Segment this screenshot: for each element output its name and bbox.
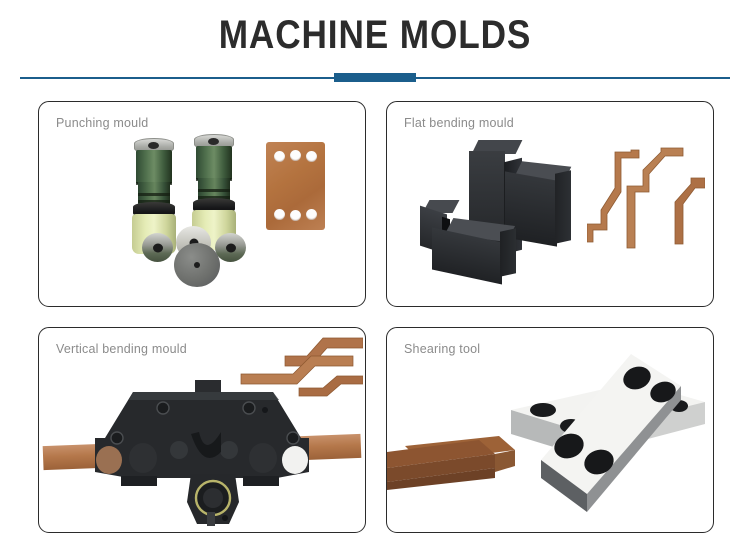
copper-stack-side bbox=[495, 450, 515, 472]
card-flat-bending-mould[interactable]: Flat bending mould bbox=[386, 101, 714, 307]
fixture-through-hole-icon bbox=[96, 446, 122, 474]
product-image-shearing-tool bbox=[387, 328, 713, 532]
product-image-punching-mould bbox=[39, 102, 365, 306]
copper-plate-hole-icon bbox=[306, 209, 317, 220]
punch-disc-center-hole-icon bbox=[194, 262, 200, 268]
fixture-foot-right bbox=[243, 476, 279, 486]
die-ring-hole-icon bbox=[152, 243, 163, 252]
bending-head-notch bbox=[207, 512, 215, 526]
punch-shaft bbox=[136, 150, 172, 184]
title-divider bbox=[20, 72, 730, 84]
copper-plate-hole-icon bbox=[274, 151, 285, 162]
punch-tool-right bbox=[191, 134, 237, 252]
fixture-center-arch bbox=[191, 432, 221, 458]
upper-blade-hole-icon bbox=[584, 449, 614, 475]
copper-offset-bar-3 bbox=[298, 375, 363, 397]
punch-rib bbox=[198, 196, 230, 199]
page-title: MACHINE MOLDS bbox=[218, 13, 532, 57]
rotary-bending-head bbox=[187, 474, 239, 526]
card-label-vertical-bending-mould: Vertical bending mould bbox=[56, 342, 187, 356]
vertical-bending-fixture-plate bbox=[95, 380, 309, 486]
product-image-flat-bending-mould bbox=[387, 102, 713, 306]
card-punching-mould[interactable]: Punching mould bbox=[38, 101, 366, 307]
product-card-grid: Punching mould bbox=[38, 101, 714, 533]
gray-punch-disc bbox=[174, 243, 220, 287]
fixture-highlight bbox=[129, 392, 279, 400]
fixture-through-hole-icon bbox=[282, 446, 308, 474]
bent-copper-busbars bbox=[587, 147, 705, 249]
punch-rib bbox=[198, 189, 230, 192]
copper-offset-bar-2 bbox=[240, 355, 354, 385]
fixture-bolt-icon bbox=[242, 401, 256, 415]
bending-head-bolt-icon bbox=[222, 515, 228, 521]
die-ring-right bbox=[215, 233, 246, 262]
punch-cap-hole-icon bbox=[208, 138, 219, 145]
copper-busbar-3 bbox=[674, 177, 705, 245]
page-header: MACHINE MOLDS bbox=[0, 0, 750, 84]
copper-plate-hole-icon bbox=[290, 150, 301, 161]
fixture-pad-icon bbox=[170, 441, 188, 459]
die-block-arm-side bbox=[555, 170, 571, 244]
fixture-through-hole-icon bbox=[249, 443, 277, 473]
lower-bending-die-block bbox=[420, 200, 545, 286]
copper-busbar-2 bbox=[626, 147, 684, 249]
fixture-foot-left bbox=[121, 476, 157, 486]
upper-blade-hole-icon bbox=[554, 433, 584, 459]
fixture-bolt-icon bbox=[156, 401, 170, 415]
bending-head-bore-icon bbox=[203, 488, 223, 508]
copper-busbar-1 bbox=[587, 149, 640, 243]
card-label-punching-mould: Punching mould bbox=[56, 116, 149, 130]
copper-stack-front bbox=[387, 454, 495, 482]
upper-blade-side-face bbox=[587, 386, 681, 512]
fixture-pad-icon bbox=[220, 441, 238, 459]
product-image-vertical-bending-mould bbox=[39, 328, 365, 532]
fixture-top-tab bbox=[195, 380, 221, 392]
fixture-through-hole-icon bbox=[129, 443, 157, 473]
punch-cap-hole-icon bbox=[148, 142, 159, 149]
fixture-bolt-icon bbox=[286, 431, 300, 445]
card-vertical-bending-mould[interactable]: Vertical bending mould bbox=[38, 327, 366, 533]
punch-shaft bbox=[196, 146, 232, 180]
offset-bent-copper-bars bbox=[240, 337, 363, 397]
copper-plate-hole-icon bbox=[290, 210, 301, 221]
card-label-flat-bending-mould: Flat bending mould bbox=[404, 116, 514, 130]
punch-rib bbox=[138, 200, 170, 203]
die-ring-hole-icon bbox=[225, 243, 236, 252]
upper-blade-hole-icon bbox=[623, 366, 651, 390]
upper-blade-front-face bbox=[541, 460, 587, 512]
copper-plate bbox=[266, 142, 325, 230]
upper-shearing-blade-block bbox=[541, 354, 681, 512]
lower-die-bar-side bbox=[500, 228, 516, 277]
lower-blade-hole-icon bbox=[530, 403, 556, 417]
punch-rib bbox=[138, 193, 170, 196]
upper-blade-top-face bbox=[541, 354, 681, 494]
copper-stack-front-2 bbox=[387, 468, 495, 490]
copper-bar-stack bbox=[387, 436, 515, 490]
die-ring-hole-icon bbox=[189, 238, 198, 247]
fixture-body bbox=[95, 392, 309, 478]
copper-plate-hole-icon bbox=[306, 151, 317, 162]
copper-stack-top-face-2 bbox=[387, 440, 495, 468]
fixture-bolt-icon bbox=[110, 431, 124, 445]
card-label-shearing-tool: Shearing tool bbox=[404, 342, 481, 356]
copper-plate-hole-icon bbox=[274, 209, 285, 220]
fixture-bolt-icon bbox=[262, 407, 268, 413]
divider-center-block bbox=[334, 73, 416, 82]
card-shearing-tool[interactable]: Shearing tool bbox=[386, 327, 714, 533]
upper-blade-hole-icon bbox=[650, 381, 676, 403]
die-ring-left bbox=[142, 233, 173, 262]
